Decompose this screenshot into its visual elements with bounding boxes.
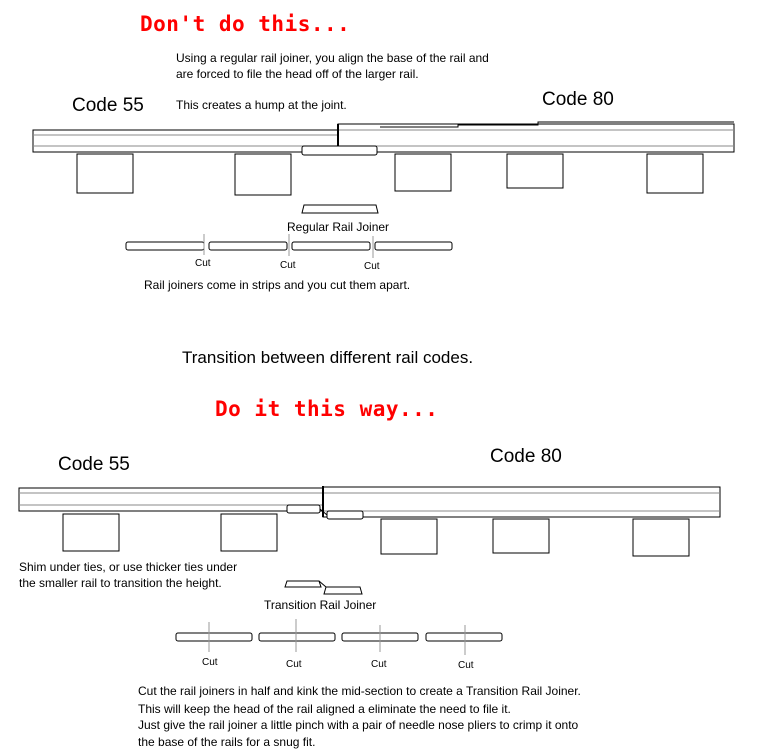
bottom-transition-joiner (284, 580, 363, 595)
bottom-cut-label: Cut (458, 660, 474, 671)
top-joiner-strip (125, 234, 453, 258)
top-tie-5 (646, 153, 704, 194)
bottom-tie-2 (220, 513, 278, 552)
top-cut-label: Cut (195, 258, 211, 269)
top-joiner-label: Regular Rail Joiner (287, 220, 390, 234)
top-rail-assembly (32, 121, 735, 196)
bottom-instruction-3: Just give the rail joiner a little pinch… (138, 718, 579, 732)
bottom-installed-transition-joiner (286, 504, 364, 520)
bottom-tie-3 (380, 518, 438, 555)
top-cut-label: Cut (364, 261, 380, 272)
top-code55-label: Code 55 (72, 95, 144, 116)
top-intro-line-1: Using a regular rail joiner, you align t… (176, 51, 489, 65)
bottom-cut-label: Cut (371, 659, 387, 670)
top-strip-note: Rail joiners come in strips and you cut … (144, 278, 411, 292)
top-installed-joiner (301, 145, 378, 156)
bottom-rail-assembly (18, 486, 721, 557)
top-tie-4 (506, 153, 564, 189)
bottom-instruction-2: This will keep the head of the rail alig… (138, 702, 511, 716)
bottom-joiner-label: Transition Rail Joiner (264, 598, 377, 612)
top-heading: Don't do this... (140, 12, 351, 36)
top-code55-rail (32, 129, 339, 153)
top-tie-1 (76, 153, 134, 194)
bottom-instruction-4: the base of the rails for a snug fit. (138, 735, 316, 749)
bottom-code80-label: Code 80 (490, 446, 562, 467)
bottom-tie-4 (492, 518, 550, 554)
top-code80-label: Code 80 (542, 89, 614, 110)
top-regular-joiner (301, 204, 379, 214)
bottom-heading: Do it this way... (215, 397, 439, 421)
bottom-tie-1 (62, 513, 120, 552)
bottom-instruction-1: Cut the rail joiners in half and kink th… (138, 684, 581, 698)
bottom-cut-label: Cut (286, 659, 302, 670)
top-tie-3 (394, 153, 452, 192)
bottom-code55-rail (18, 487, 324, 512)
bottom-shim-line-2: the smaller rail to transition the heigh… (19, 576, 222, 590)
bottom-cut-label: Cut (202, 657, 218, 668)
top-cut-label: Cut (280, 260, 296, 271)
bottom-tie-5 (632, 518, 690, 557)
top-intro-line-2: are forced to file the head off of the l… (176, 67, 419, 81)
top-code80-rail (337, 121, 735, 153)
bottom-code80-rail (322, 486, 721, 518)
middle-title: Transition between different rail codes. (182, 348, 474, 367)
bottom-joiner-strip (175, 619, 503, 655)
bottom-code55-label: Code 55 (58, 454, 130, 475)
top-hump-note: This creates a hump at the joint. (176, 98, 347, 112)
top-tie-2 (234, 153, 292, 196)
bottom-shim-line-1: Shim under ties, or use thicker ties und… (19, 560, 238, 574)
